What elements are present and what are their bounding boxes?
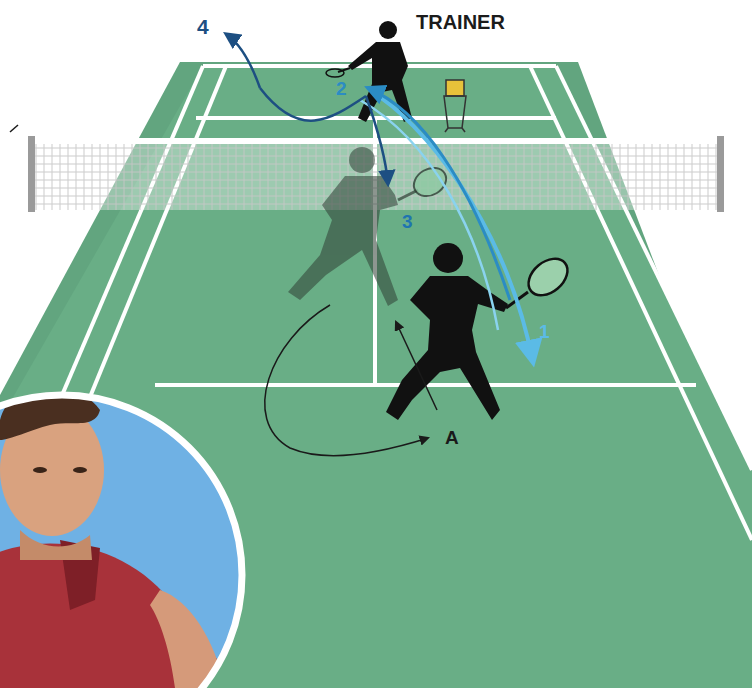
photo-frame [0,395,242,688]
callout-number: 2 [336,79,347,98]
callout-number: 1 [539,322,550,341]
callout-number: 3 [402,212,413,231]
movement-arc [265,305,428,456]
feed-path [372,92,533,362]
player-figure [386,243,508,420]
return-path [368,88,510,300]
role-label: TRAINER [416,12,505,32]
shadow-player [288,147,398,306]
volley-path [366,96,388,184]
player-photo [0,380,260,688]
callout-number: 4 [197,16,209,37]
ball-basket [444,80,466,132]
movement-arrow [396,322,437,410]
volley-flight [260,88,366,121]
volley-bounce [226,34,260,88]
leader-stub [10,125,18,132]
position-label: A [445,428,459,447]
